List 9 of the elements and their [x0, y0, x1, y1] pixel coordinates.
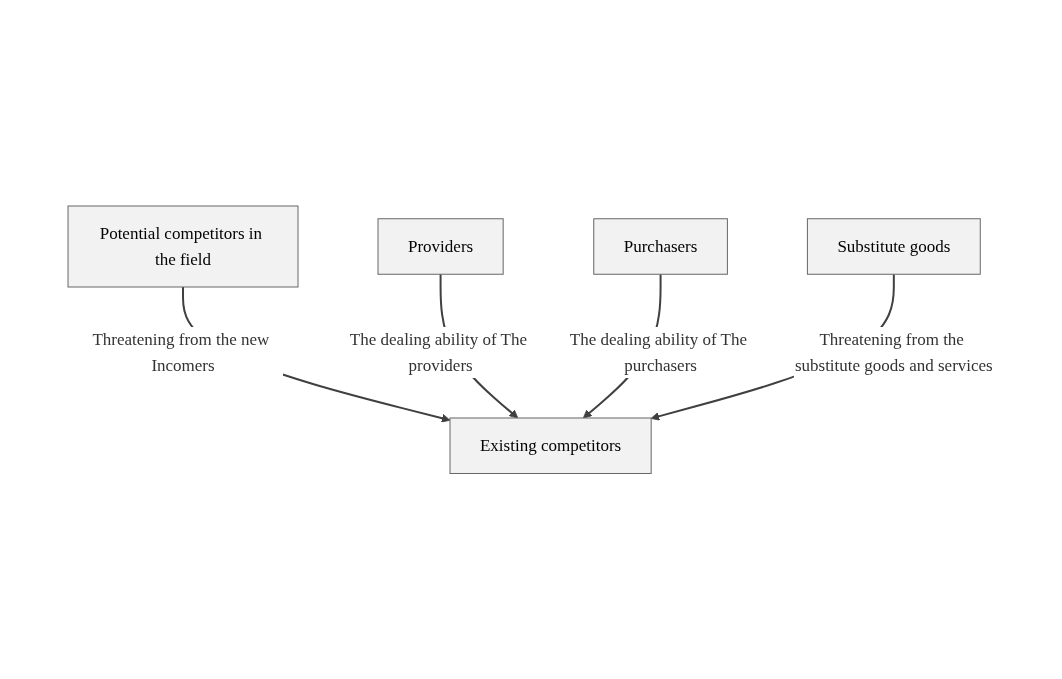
edge-label: Threatening from the substitute goods and services: [794, 329, 993, 375]
edge-label: The dealing ability of The providers: [349, 329, 528, 375]
edge-label: The dealing ability of The purchasers: [569, 329, 748, 375]
edge-label: Threatening from the new Incomers: [92, 329, 270, 375]
node-box: Purchasers: [593, 218, 728, 275]
node-box: Substitute goods: [806, 218, 981, 275]
node-box: Potential competitors in the field: [67, 205, 299, 288]
node-box: Existing competitors: [449, 417, 652, 474]
node-box: Providers: [377, 218, 504, 275]
